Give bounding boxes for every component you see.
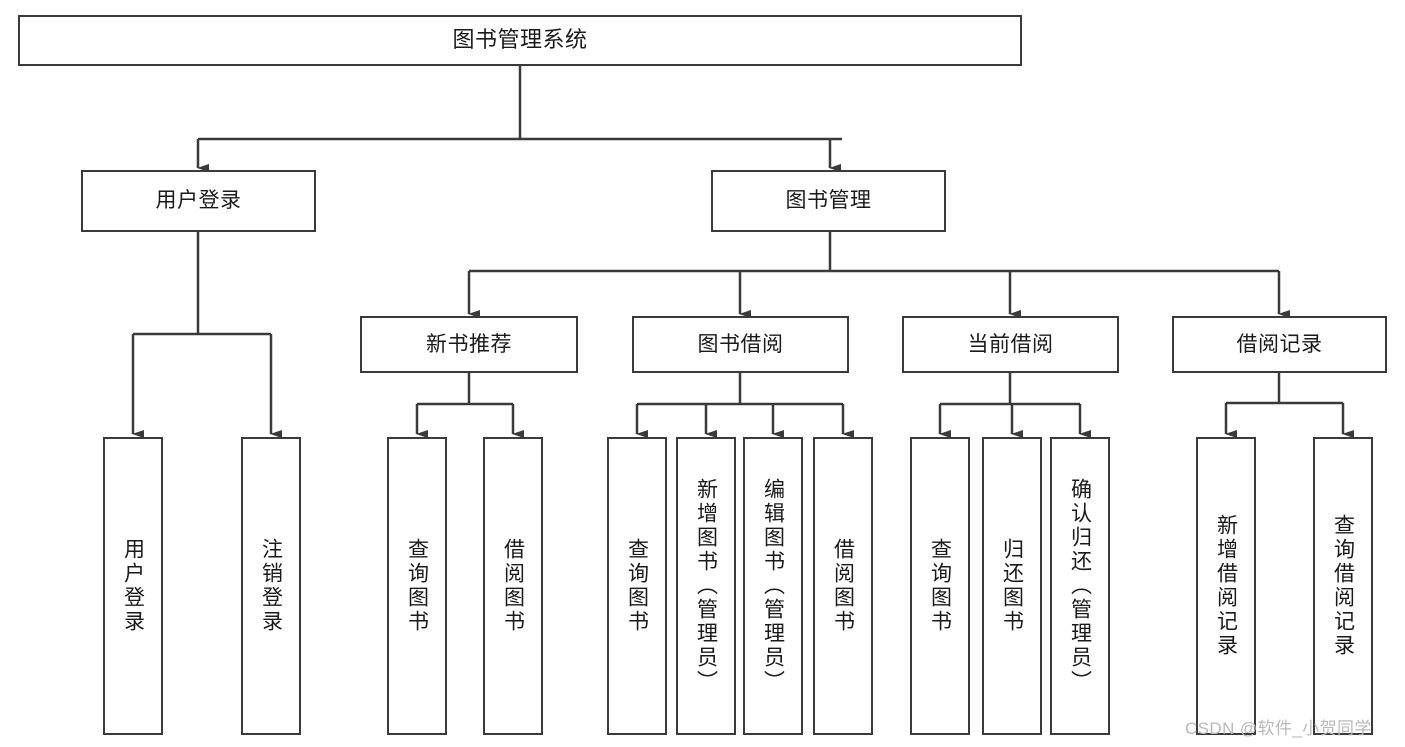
node-user-login-label: 用户登录 <box>155 189 242 213</box>
node-leaf-query-book-1-label: 查询图书 <box>405 538 429 634</box>
node-leaf-query-book-2-label: 查询图书 <box>625 538 649 634</box>
node-leaf-confirm-return-label: 确认归还（管理员） <box>1068 478 1092 694</box>
node-root[interactable]: 图书管理系统 <box>18 15 1022 66</box>
node-current-borrow-label: 当前借阅 <box>967 332 1054 356</box>
node-leaf-query-book-2[interactable]: 查询图书 <box>607 437 667 735</box>
node-leaf-query-record-label: 查询借阅记录 <box>1331 514 1355 658</box>
node-leaf-edit-book[interactable]: 编辑图书（管理员） <box>743 437 803 735</box>
node-leaf-query-record[interactable]: 查询借阅记录 <box>1313 437 1373 735</box>
node-leaf-query-book-3-label: 查询图书 <box>928 538 952 634</box>
node-leaf-add-record[interactable]: 新增借阅记录 <box>1196 437 1256 735</box>
node-leaf-borrow-book-1-label: 借阅图书 <box>501 538 525 634</box>
node-leaf-confirm-return[interactable]: 确认归还（管理员） <box>1050 437 1110 735</box>
node-leaf-add-book[interactable]: 新增图书（管理员） <box>676 437 736 735</box>
node-leaf-user-login-label: 用户登录 <box>121 538 145 634</box>
node-leaf-user-login[interactable]: 用户登录 <box>103 437 163 735</box>
node-book-management[interactable]: 图书管理 <box>711 170 946 232</box>
node-leaf-return-book[interactable]: 归还图书 <box>982 437 1042 735</box>
node-leaf-query-book-3[interactable]: 查询图书 <box>910 437 970 735</box>
node-leaf-logout[interactable]: 注销登录 <box>241 437 301 735</box>
node-leaf-add-record-label: 新增借阅记录 <box>1214 514 1238 658</box>
node-book-management-label: 图书管理 <box>785 189 872 213</box>
node-borrow-record-label: 借阅记录 <box>1236 332 1323 356</box>
node-leaf-borrow-book-2[interactable]: 借阅图书 <box>813 437 873 735</box>
node-current-borrow[interactable]: 当前借阅 <box>902 316 1119 373</box>
node-user-login[interactable]: 用户登录 <box>81 170 316 232</box>
node-leaf-borrow-book-2-label: 借阅图书 <box>831 538 855 634</box>
watermark-text: CSDN @软件_小贺同学 <box>1185 719 1372 738</box>
node-leaf-add-book-label: 新增图书（管理员） <box>694 478 718 694</box>
node-leaf-edit-book-label: 编辑图书（管理员） <box>761 478 785 694</box>
node-book-borrow-label: 图书借阅 <box>697 332 784 356</box>
node-leaf-logout-label: 注销登录 <box>259 538 283 634</box>
node-leaf-return-book-label: 归还图书 <box>1000 538 1024 634</box>
node-leaf-borrow-book-1[interactable]: 借阅图书 <box>483 437 543 735</box>
node-borrow-record[interactable]: 借阅记录 <box>1172 316 1387 373</box>
node-new-book-recommend-label: 新书推荐 <box>426 332 512 356</box>
node-book-borrow[interactable]: 图书借阅 <box>632 316 849 373</box>
node-leaf-query-book-1[interactable]: 查询图书 <box>387 437 447 735</box>
node-root-label: 图书管理系统 <box>452 27 588 53</box>
node-new-book-recommend[interactable]: 新书推荐 <box>360 316 578 373</box>
